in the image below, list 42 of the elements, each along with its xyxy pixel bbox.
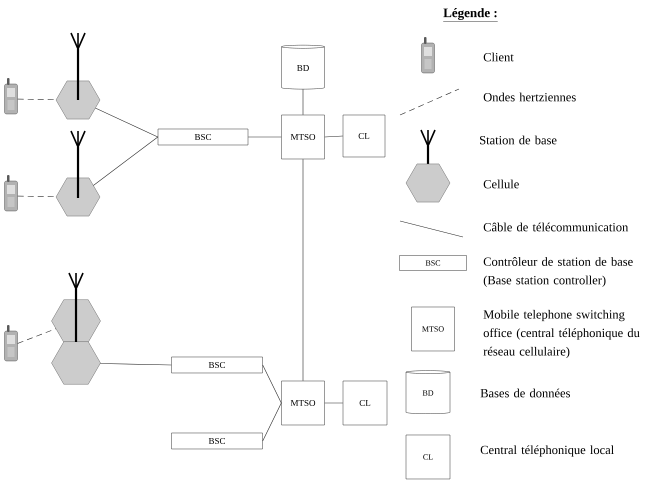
legend-text: Central téléphonique local — [480, 445, 614, 457]
phone-icon — [4, 175, 18, 212]
phone-icon — [4, 78, 18, 114]
cell-hexagon — [51, 300, 101, 342]
radio-link — [17, 196, 56, 197]
cable-line — [248, 136, 282, 138]
cable-line — [100, 363, 172, 366]
cable-line — [262, 364, 282, 404]
legend-text: Contrôleur de station de base (Base station controller) — [484, 257, 633, 287]
legend-text: Bases de données — [480, 388, 570, 398]
cell-hexagon — [51, 342, 101, 384]
database-cylinder: BD — [281, 44, 325, 90]
bsc-box: BSC — [171, 432, 263, 450]
cable-line — [95, 108, 158, 138]
legend-text: Câble de télécommunication — [484, 222, 628, 232]
phone-icon — [4, 325, 18, 362]
cell-hexagon — [56, 178, 100, 216]
switch-box: CL — [342, 114, 386, 158]
switch-box: CL — [342, 380, 388, 426]
legend-heading: Légende : — [443, 8, 498, 22]
switch-box: MTSO — [281, 114, 325, 160]
legend-text: Ondes hertziennes — [484, 92, 576, 102]
database-cylinder: BD — [406, 370, 450, 414]
legend-text: Cellule — [484, 180, 519, 188]
bsc-box: BSC — [399, 255, 467, 271]
cell-hexagon — [56, 80, 100, 120]
radio-link — [17, 98, 56, 100]
legend-text: Mobile telephone switching office (central téléphonique du réseau cellulaire) — [483, 310, 640, 358]
switch-box: MTSO — [281, 380, 325, 426]
cable-line — [324, 136, 344, 138]
radio-link — [17, 328, 56, 344]
cable-line — [262, 402, 282, 442]
switch-box: MTSO — [411, 306, 455, 352]
legend-text: Station de base — [480, 136, 557, 144]
switch-box: CL — [406, 434, 450, 480]
bsc-box: BSC — [171, 356, 263, 374]
legend-text: Client — [484, 52, 514, 62]
cable-line — [93, 136, 158, 186]
cable-line — [324, 402, 344, 404]
cable-line — [302, 158, 304, 382]
bsc-box: BSC — [158, 128, 248, 146]
cable-line — [302, 89, 304, 116]
